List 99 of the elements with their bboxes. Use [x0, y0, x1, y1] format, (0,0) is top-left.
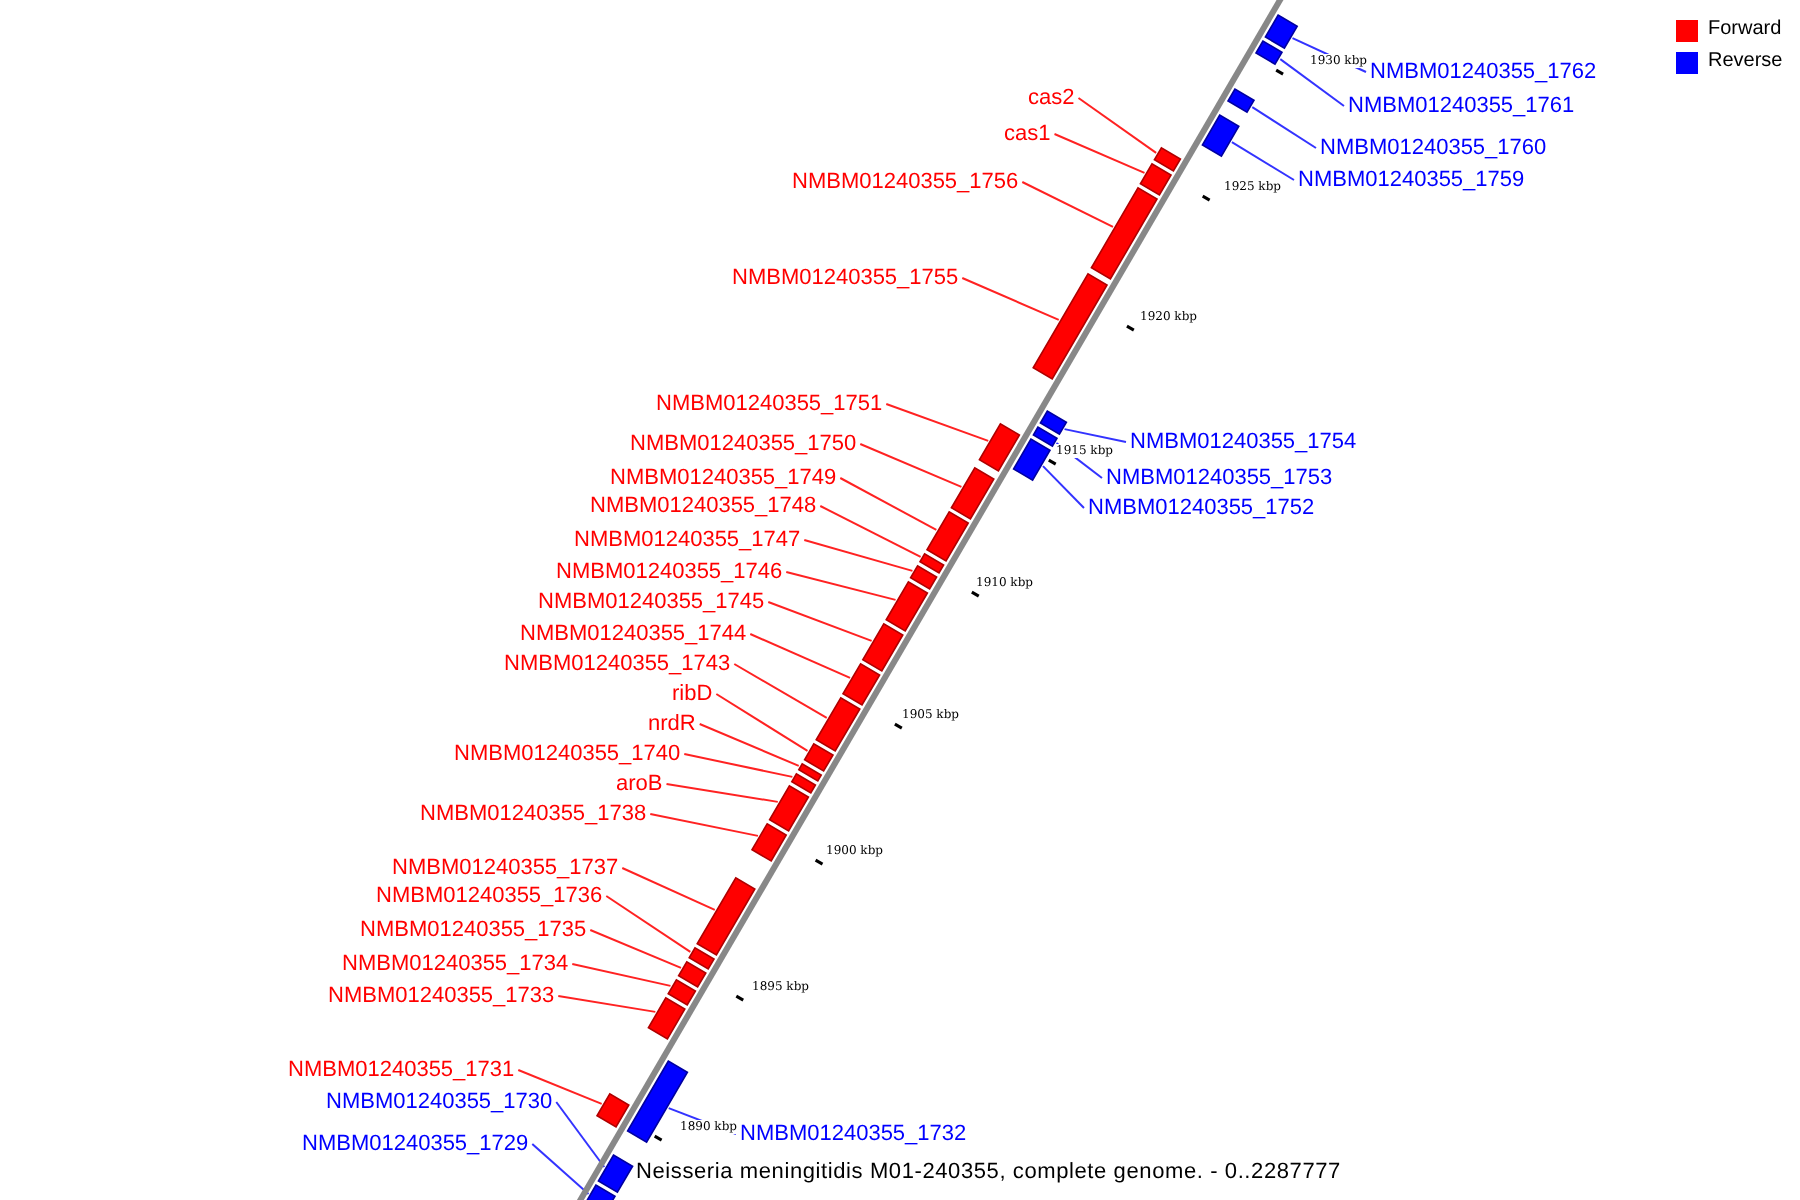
- leader-line: [621, 867, 716, 911]
- legend-label: Reverse: [1708, 50, 1783, 74]
- gene-block: [1032, 425, 1059, 448]
- gene-block: [1264, 13, 1299, 50]
- gene-label: aroB: [616, 771, 663, 797]
- leader-line: [605, 895, 692, 953]
- gene-block: [1139, 162, 1173, 197]
- leader-line: [555, 1101, 606, 1168]
- gene-block: [1201, 113, 1240, 158]
- gene-block: [790, 772, 817, 795]
- gene-label: NMBM01240355_1744: [520, 621, 747, 647]
- gene-block: [595, 1092, 630, 1129]
- gene-label: nrdR: [648, 711, 696, 737]
- leader-line: [859, 443, 963, 488]
- leader-line: [767, 601, 873, 642]
- leader-line: [589, 929, 682, 969]
- gene-block: [1153, 146, 1182, 173]
- gene-label: NMBM01240355_1748: [590, 493, 817, 519]
- gene-label: NMBM01240355_1735: [360, 917, 587, 943]
- gene-block: [1226, 87, 1256, 114]
- gene-label: NMBM01240355_1754: [1130, 429, 1357, 455]
- gene-label: cas2: [1028, 85, 1075, 111]
- leader-line: [803, 539, 914, 572]
- gene-block: [750, 822, 788, 863]
- leader-line: [961, 277, 1060, 321]
- leader-line: [749, 633, 852, 679]
- gene-block: [861, 622, 904, 673]
- gene-block: [797, 762, 823, 783]
- leader-line: [571, 963, 672, 987]
- gene-label: NMBM01240355_1729: [302, 1131, 529, 1157]
- leader-line: [839, 477, 938, 531]
- gene-block: [925, 510, 970, 563]
- gene-label: NMBM01240355_1751: [656, 391, 883, 417]
- leader-line: [698, 723, 800, 767]
- gene-block: [688, 946, 716, 971]
- gene-block: [768, 784, 810, 833]
- gene-block: [909, 564, 938, 591]
- gene-label: NMBM01240355_1750: [630, 431, 857, 457]
- leader-line: [1053, 133, 1146, 174]
- leader-line: [1042, 465, 1085, 509]
- leader-line: [557, 995, 657, 1013]
- gene-label: NMBM01240355_1761: [1348, 93, 1575, 119]
- leader-line: [885, 403, 990, 442]
- gene-label: NMBM01240355_1738: [420, 801, 647, 827]
- leader-line: [819, 505, 922, 558]
- leader-line: [1021, 181, 1114, 228]
- gene-label: ribD: [672, 681, 713, 707]
- gene-label: NMBM01240355_1734: [342, 951, 569, 977]
- gene-label: NMBM01240355_1760: [1320, 135, 1547, 161]
- gene-block: [1032, 272, 1109, 381]
- gene-label: NMBM01240355_1731: [288, 1057, 515, 1083]
- leader-line: [665, 783, 779, 803]
- leader-line: [785, 571, 897, 601]
- gene-block: [950, 466, 995, 521]
- gene-block: [885, 580, 929, 633]
- leader-line: [649, 813, 759, 837]
- gene-block: [696, 876, 756, 957]
- leader-line: [517, 1069, 603, 1105]
- gene-block: [667, 978, 697, 1007]
- gene-label: NMBM01240355_1759: [1298, 167, 1525, 193]
- gene-block: [918, 552, 945, 575]
- leader-line: [733, 663, 828, 719]
- gene-label: NMBM01240355_1732: [740, 1121, 967, 1147]
- gene-label: NMBM01240355_1737: [392, 855, 619, 881]
- gene-block: [978, 422, 1021, 473]
- gene-label: NMBM01240355_1730: [326, 1089, 553, 1115]
- gene-block: [1039, 409, 1068, 436]
- gene-label: NMBM01240355_1749: [610, 465, 837, 491]
- gene-label: NMBM01240355_1746: [556, 559, 783, 585]
- gene-block: [841, 662, 881, 707]
- gene-label: NMBM01240355_1756: [792, 169, 1019, 195]
- gene-label: NMBM01240355_1747: [574, 527, 801, 553]
- gene-label: NMBM01240355_1733: [328, 983, 555, 1009]
- gene-label: cas1: [1004, 121, 1051, 147]
- gene-block: [583, 1183, 617, 1200]
- gene-block: [647, 996, 686, 1041]
- gene-label: NMBM01240355_1743: [504, 651, 731, 677]
- leader-line: [1251, 106, 1317, 149]
- leader-line: [1077, 97, 1158, 154]
- gene-label: NMBM01240355_1753: [1106, 465, 1333, 491]
- legend-label: Forward: [1708, 18, 1782, 42]
- leader-line: [1063, 428, 1127, 443]
- gene-block: [803, 742, 835, 773]
- gene-block: [1254, 39, 1284, 66]
- gene-block: [1090, 186, 1159, 281]
- caption: Neisseria meningitidis M01-240355, complete genome. - 0..2287777: [636, 1160, 1341, 1186]
- gene-label: NMBM01240355_1745: [538, 589, 765, 615]
- leader-line: [683, 753, 794, 778]
- gene-label: NMBM01240355_1752: [1088, 495, 1315, 521]
- gene-label: NMBM01240355_1740: [454, 741, 681, 767]
- gene-label: NMBM01240355_1755: [732, 265, 959, 291]
- gene-label: NMBM01240355_1762: [1370, 59, 1597, 85]
- leader-line: [1279, 58, 1345, 107]
- leader-line: [531, 1143, 590, 1195]
- gene-block: [815, 696, 861, 753]
- leader-line: [1230, 141, 1295, 181]
- gene-block: [677, 960, 707, 989]
- leader-line: [715, 693, 809, 752]
- gene-label: NMBM01240355_1736: [376, 883, 603, 909]
